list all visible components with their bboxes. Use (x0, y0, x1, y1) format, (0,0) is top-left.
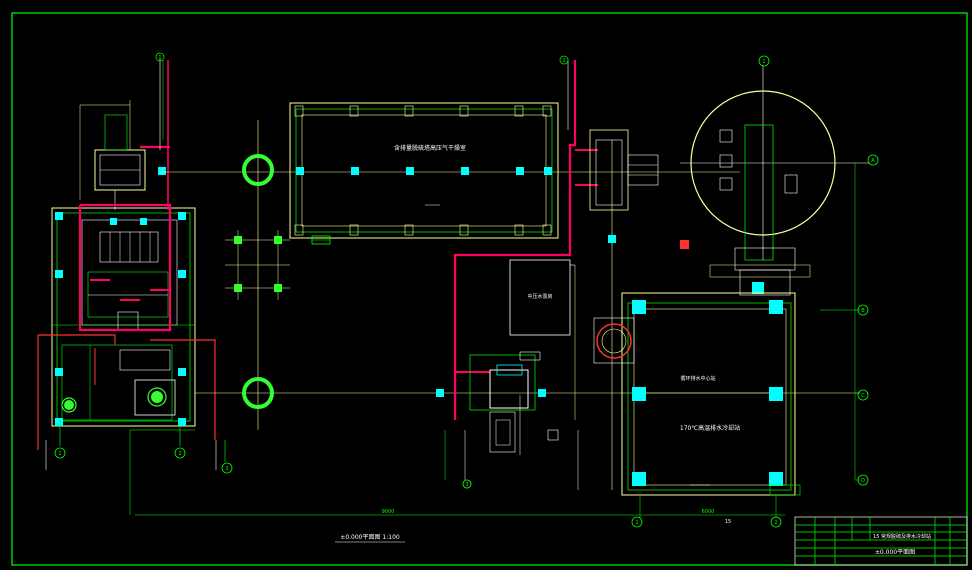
axis-labels: 1 2 1 1 2 3 3 1 2 A B C D (58, 55, 875, 526)
pump-room-label: 中压水泵房 (527, 293, 552, 300)
axis-bottom-right-1: 1 (635, 520, 638, 526)
axis-bottom-left-3: 3 (225, 466, 228, 472)
axis-side-c: C (861, 393, 865, 399)
axis-top-right: 1 (762, 59, 765, 65)
block-project: 15 常规脱硫及排水冷却站 (873, 533, 931, 540)
axis-bubbles (54, 154, 879, 528)
drawing-frame (11, 12, 968, 566)
axis-bottom-mid: 3 (465, 482, 468, 488)
pump-room (509, 259, 571, 336)
left-riser (155, 52, 165, 150)
title-block (794, 516, 968, 566)
top-hall-label: 含排量脱硫塔高压气干燥室 (394, 144, 466, 152)
axis-side-b: B (861, 308, 865, 314)
block-plan-title: ±0.000平面图 (875, 549, 915, 556)
axis-bottom-right-2: 2 (774, 520, 777, 526)
ring-upper (242, 154, 274, 186)
right-dim (820, 163, 860, 481)
ring-lower (242, 377, 274, 409)
dim-bottom-left: 9000 (382, 509, 395, 515)
axis-side-d: D (861, 478, 865, 484)
plan-title: ±0.000平面图 1:100 (340, 534, 400, 541)
top-hall (289, 102, 559, 245)
equipment-top (589, 129, 689, 249)
right-building (621, 292, 801, 518)
dim-bottom-right: 6000 (702, 509, 715, 515)
right-room-a-label: 循环排水中心站 (680, 375, 715, 382)
axis-bottom-left-1: 1 (58, 451, 61, 457)
left-building (37, 60, 226, 515)
axis-side-a: A (871, 158, 875, 164)
mid-pipe (453, 55, 598, 420)
axis-top-middle: 2 (562, 58, 565, 64)
dim-bottom-right-tag: 15 (725, 519, 731, 525)
round-tank (680, 55, 870, 296)
axis-bottom-left-2: 2 (178, 451, 181, 457)
round-pit (593, 317, 635, 364)
grid-lines (135, 120, 860, 516)
right-room-b-label: 170℃高温排水冷却站 (680, 424, 740, 432)
axis-top-left: 1 (158, 55, 161, 61)
cross-markers (225, 230, 290, 300)
